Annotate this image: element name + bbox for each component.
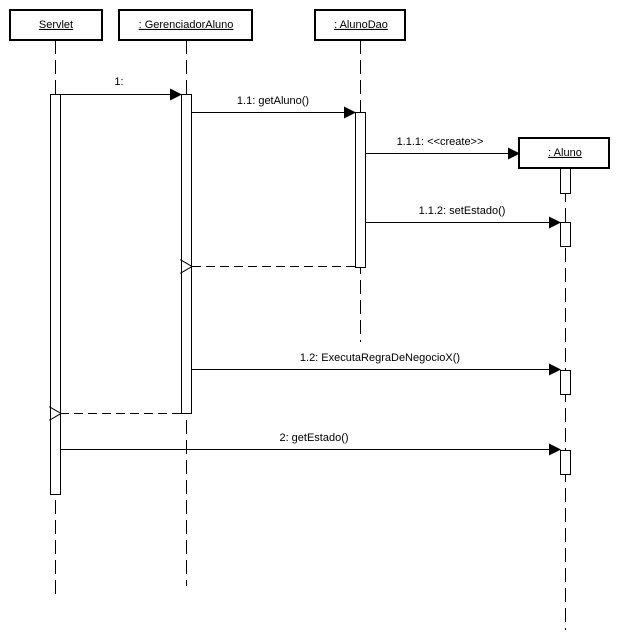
message-label: 1.1.2: setEstado(): [419, 205, 506, 217]
message-1-2-executaregra[interactable]: 1.2: ExecutaRegraDeNegocioX(): [191, 352, 561, 376]
participant-label: : GerenciadorAluno: [139, 19, 234, 31]
message-1-1-getaluno[interactable]: 1.1: getAluno(): [191, 95, 356, 119]
activations: [50, 94, 571, 495]
message-1-1-1-create[interactable]: 1.1.1: <<create>>: [365, 136, 520, 160]
message-label: 1.1: getAluno(): [237, 95, 309, 107]
message-1-1-2-setestado[interactable]: 1.1.2: setEstado(): [365, 205, 561, 229]
message-label: 1.2: ExecutaRegraDeNegocioX(): [300, 352, 460, 364]
activation-alunodao: [355, 112, 366, 268]
activation-gerenciador: [181, 94, 192, 414]
activation-aluno-executa: [560, 370, 571, 395]
message-label: 1:: [114, 76, 123, 88]
activation-aluno-create: [560, 168, 571, 194]
message-label: 2: getEstado(): [279, 432, 348, 444]
message-1[interactable]: 1:: [61, 76, 182, 101]
activation-aluno-getestado: [560, 450, 571, 475]
participant-label: : Aluno: [548, 147, 582, 159]
activation-aluno-setestado: [560, 222, 571, 247]
activation-servlet: [50, 94, 61, 495]
participant-servlet[interactable]: Servlet: [9, 9, 103, 41]
participant-aluno[interactable]: : Aluno: [518, 137, 610, 169]
participant-aluno-dao[interactable]: : AlunoDao: [314, 9, 406, 41]
participant-label: : AlunoDao: [334, 19, 388, 31]
lifelines: [55, 40, 566, 630]
participant-gerenciador-aluno[interactable]: : GerenciadorAluno: [118, 9, 253, 41]
message-label: 1.1.1: <<create>>: [397, 136, 484, 148]
message-2-getestado[interactable]: 2: getEstado(): [61, 432, 561, 456]
participant-label: Servlet: [39, 19, 73, 31]
